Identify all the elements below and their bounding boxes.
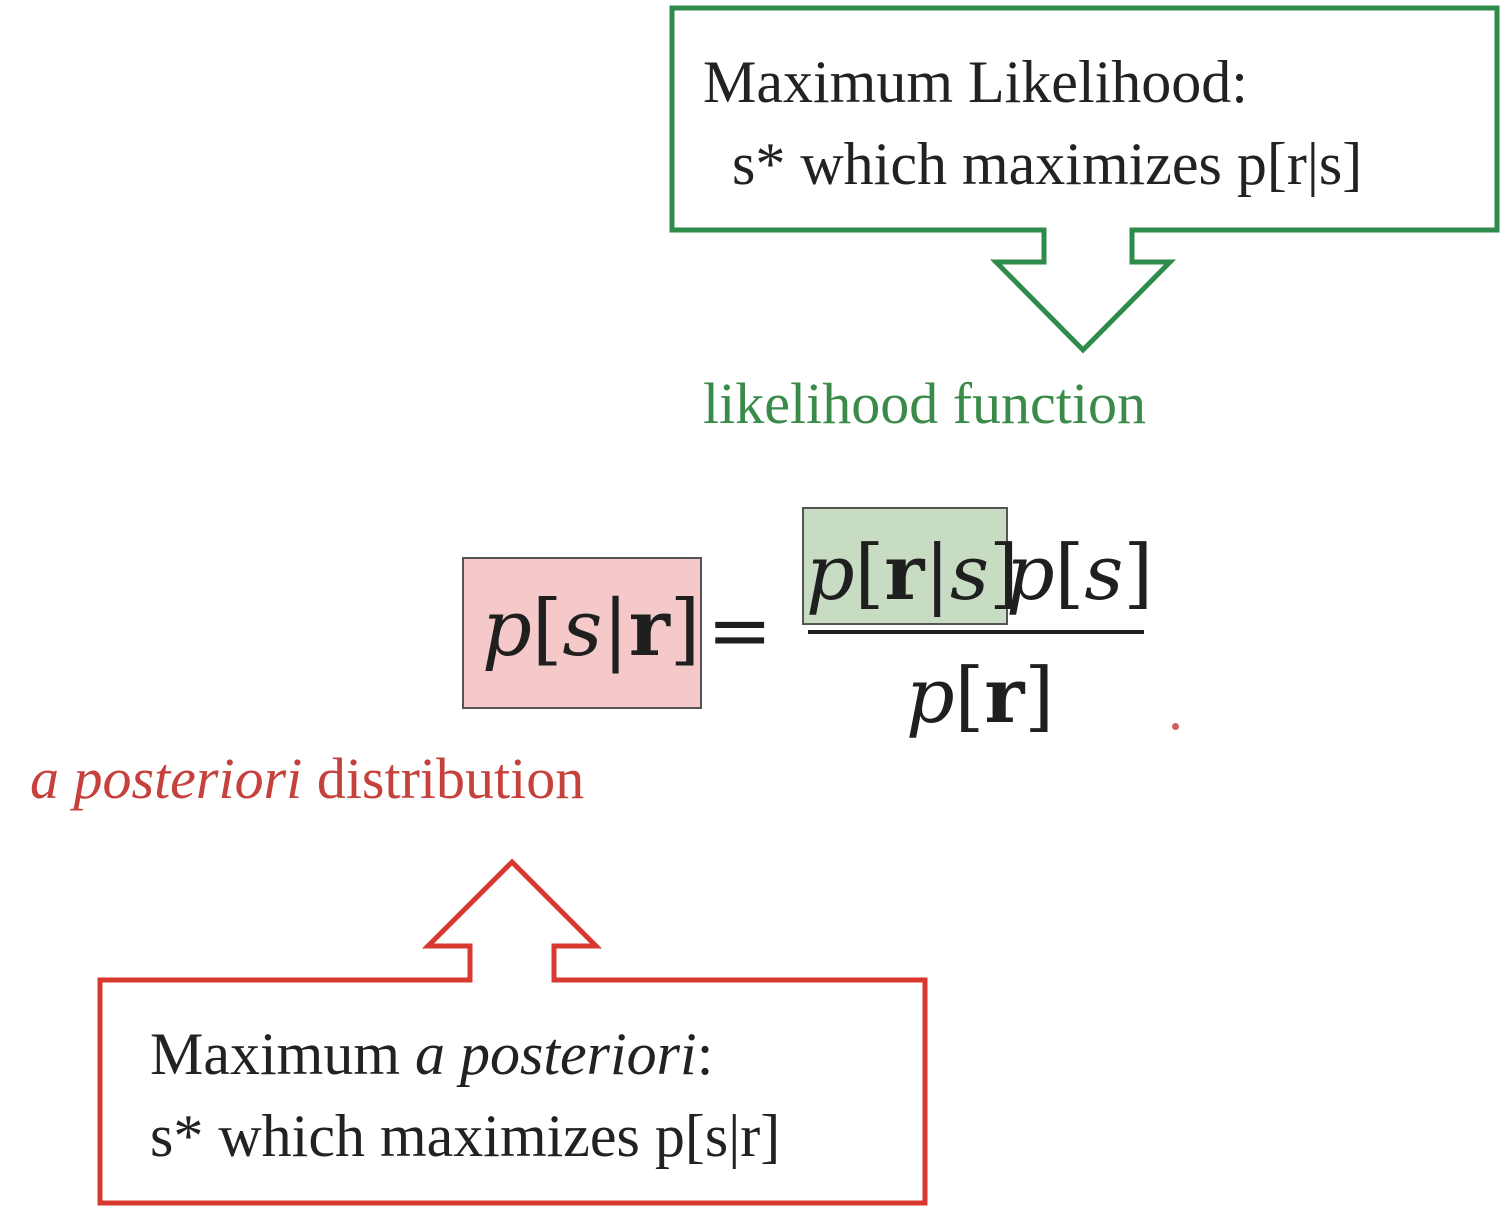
stray-mark	[1172, 723, 1179, 730]
equation-lhs: p[s|r]	[482, 583, 701, 674]
equation-numerator-prior: p[s]	[1006, 528, 1153, 617]
map-callout-outline	[97, 858, 928, 1206]
equals-sign: =	[707, 586, 773, 676]
ml-callout-description: s* which maximizes p[r|s]	[732, 131, 1363, 197]
equation-numerator-likelihood: p[r|s]	[806, 528, 1019, 617]
ml-callout-outline	[669, 5, 1500, 354]
ml-callout-title: Maximum Likelihood:	[703, 49, 1248, 115]
likelihood-highlight-box	[802, 507, 1008, 625]
equation-denominator: p[r]	[906, 651, 1055, 740]
map-callout-description: s* which maximizes p[s|r]	[150, 1103, 781, 1169]
posterior-distribution-label: a posteriori distribution	[30, 746, 585, 811]
likelihood-function-label: likelihood function	[703, 371, 1146, 436]
posterior-highlight-box	[462, 557, 702, 709]
fraction-bar	[808, 630, 1144, 634]
map-callout-title: Maximum a posteriori:	[150, 1021, 714, 1087]
